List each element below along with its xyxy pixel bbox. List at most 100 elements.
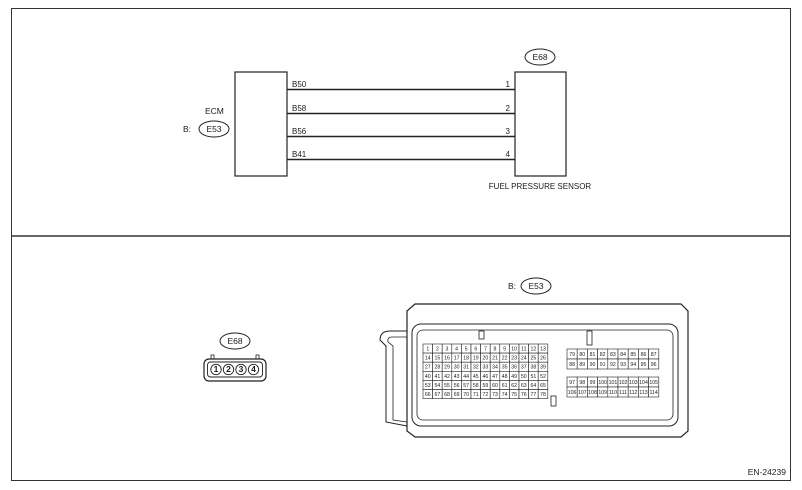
ecm-pin-number: 85 bbox=[630, 352, 636, 358]
ecm-pin-number: 15 bbox=[435, 356, 441, 362]
ecm-pin-number: 97 bbox=[569, 380, 575, 386]
ecm-pin-number: 78 bbox=[540, 392, 546, 398]
ecm-pin-number: 39 bbox=[540, 365, 546, 371]
ecm-pin-number: 99 bbox=[590, 380, 596, 386]
ecm-pin-number: 59 bbox=[483, 383, 489, 389]
wire-1-ecm-terminal: B50 bbox=[292, 80, 307, 89]
ecm-pin-number: 44 bbox=[463, 374, 469, 380]
figure-id: EN-24239 bbox=[748, 467, 787, 477]
wire-1-sensor-terminal: 1 bbox=[506, 80, 511, 89]
ecm-pin-number: 76 bbox=[521, 392, 527, 398]
ecm-view-connector-prefix: B: bbox=[508, 281, 516, 291]
ecm-pin-number: 28 bbox=[435, 365, 441, 371]
ecm-pin-number: 42 bbox=[444, 374, 450, 380]
ecm-pin-number: 55 bbox=[444, 383, 450, 389]
figure-frame bbox=[11, 8, 791, 481]
wire-4-ecm-terminal: B41 bbox=[292, 150, 307, 159]
ecm-pin-number: 40 bbox=[425, 374, 431, 380]
ecm-pin-number: 75 bbox=[511, 392, 517, 398]
ecm-pin-number: 26 bbox=[540, 356, 546, 362]
ecm-pin-number: 60 bbox=[492, 383, 498, 389]
ecm-pin-number: 68 bbox=[444, 392, 450, 398]
ecm-pin-number: 114 bbox=[650, 390, 658, 396]
ecm-pin-number: 32 bbox=[473, 365, 479, 371]
ecm-pin-number: 36 bbox=[511, 365, 517, 371]
ecm-pin-number: 100 bbox=[598, 380, 607, 386]
ecm-pin-number: 98 bbox=[579, 380, 585, 386]
ecm-pin-number: 106 bbox=[568, 390, 577, 396]
ecm-pin-number: 80 bbox=[579, 352, 585, 358]
ecm-pin-number: 19 bbox=[473, 356, 479, 362]
ecm-connector-prefix: B: bbox=[183, 124, 191, 134]
ecm-pin-number: 113 bbox=[639, 390, 647, 396]
ecm-pin-number: 29 bbox=[444, 365, 450, 371]
ecm-pin-number: 12 bbox=[531, 346, 537, 352]
ecm-connector-id: E53 bbox=[206, 124, 221, 134]
ecm-pin-number: 86 bbox=[641, 352, 647, 358]
ecm-pin-number: 10 bbox=[511, 346, 517, 352]
ecm-view-latch bbox=[379, 330, 408, 427]
wire-2-sensor-terminal: 2 bbox=[506, 104, 511, 113]
ecm-pin-number: 64 bbox=[531, 383, 537, 389]
ecm-pin-number: 111 bbox=[619, 390, 627, 396]
sensor-pin-cavity bbox=[210, 363, 222, 376]
sensor-pin-number: 3 bbox=[239, 364, 244, 374]
ecm-pin-number: 58 bbox=[473, 383, 479, 389]
ecm-pin-number: 23 bbox=[511, 356, 517, 362]
wire-2-ecm-terminal: B58 bbox=[292, 104, 307, 113]
ecm-pin-number: 71 bbox=[473, 392, 479, 398]
ecm-pin-number: 81 bbox=[590, 352, 596, 358]
ecm-pin-number: 112 bbox=[629, 390, 637, 396]
ecm-pin-number: 46 bbox=[483, 374, 489, 380]
ecm-pin-number: 69 bbox=[454, 392, 460, 398]
ecm-pin-number: 87 bbox=[651, 352, 657, 358]
ecm-pin-number: 102 bbox=[619, 380, 628, 386]
ecm-pin-number: 43 bbox=[454, 374, 460, 380]
sensor-pin-cavity bbox=[247, 363, 260, 376]
ecm-title: ECM bbox=[205, 106, 224, 116]
ecm-pin-number: 18 bbox=[463, 356, 469, 362]
sensor-pin-cavity bbox=[235, 363, 247, 376]
ecm-pin-number: 16 bbox=[444, 356, 450, 362]
ecm-pin-number: 61 bbox=[502, 383, 508, 389]
ecm-pin-number: 53 bbox=[425, 383, 431, 389]
ecm-pin-number: 1 bbox=[426, 346, 429, 352]
ecm-pin-number: 9 bbox=[503, 346, 506, 352]
ecm-pin-number: 54 bbox=[435, 383, 441, 389]
sensor-connector-id: E68 bbox=[532, 52, 547, 62]
ecm-connector-oval bbox=[198, 120, 230, 138]
ecm-pin-number: 70 bbox=[463, 392, 469, 398]
ecm-pin-number: 89 bbox=[579, 362, 585, 368]
ecm-pin-number: 13 bbox=[540, 346, 546, 352]
sensor-box bbox=[514, 71, 567, 177]
ecm-pin-number: 109 bbox=[598, 390, 607, 396]
ecm-pin-number: 90 bbox=[590, 362, 596, 368]
ecm-pin-number: 6 bbox=[474, 346, 477, 352]
ecm-pin-number: 94 bbox=[630, 362, 636, 368]
ecm-view-oval bbox=[520, 277, 552, 295]
ecm-pin-number: 56 bbox=[454, 383, 460, 389]
ecm-pin-number: 8 bbox=[494, 346, 497, 352]
ecm-pin-number: 67 bbox=[435, 392, 441, 398]
ecm-pin-number: 107 bbox=[578, 390, 587, 396]
ecm-pin-number: 2 bbox=[436, 346, 439, 352]
ecm-pin-number: 108 bbox=[588, 390, 597, 396]
ecm-pin-number: 38 bbox=[531, 365, 537, 371]
ecm-pin-number: 93 bbox=[620, 362, 626, 368]
ecm-pin-number: 24 bbox=[521, 356, 527, 362]
ecm-pin-number: 104 bbox=[639, 380, 648, 386]
ecm-pin-number: 105 bbox=[649, 380, 658, 386]
ecm-pin-number: 57 bbox=[463, 383, 469, 389]
ecm-pin-number: 51 bbox=[531, 374, 537, 380]
ecm-pin-number: 37 bbox=[521, 365, 527, 371]
ecm-pin-number: 20 bbox=[483, 356, 489, 362]
ecm-pin-number: 3 bbox=[446, 346, 449, 352]
ecm-pin-number: 88 bbox=[569, 362, 575, 368]
ecm-pin-number: 66 bbox=[425, 392, 431, 398]
sensor-pin-number: 4 bbox=[251, 364, 256, 374]
ecm-pin-number: 30 bbox=[454, 365, 460, 371]
ecm-pin-number: 14 bbox=[425, 356, 431, 362]
